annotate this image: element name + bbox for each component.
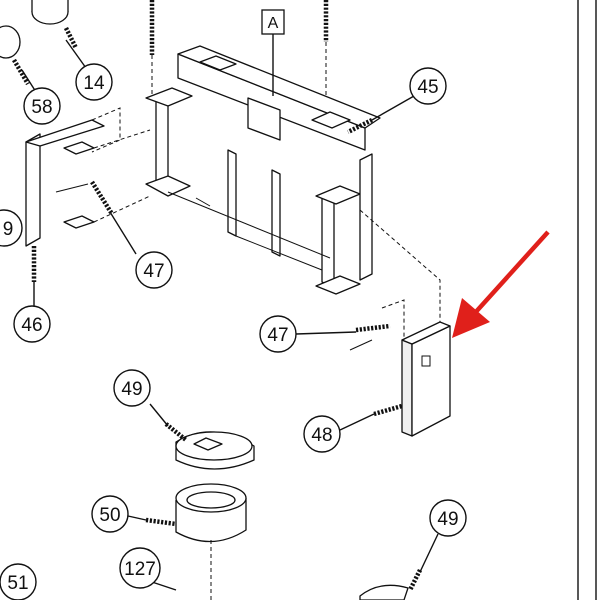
callout-47-right: 47 bbox=[259, 315, 297, 353]
part-48-side-plate bbox=[349, 209, 451, 437]
callout-9: 9 bbox=[0, 209, 23, 247]
callout-50: 50 bbox=[91, 495, 129, 533]
svg-text:48: 48 bbox=[311, 425, 332, 446]
svg-text:49: 49 bbox=[121, 379, 142, 400]
callout-48: 48 bbox=[303, 415, 341, 453]
svg-text:9: 9 bbox=[3, 219, 14, 240]
svg-text:46: 46 bbox=[21, 315, 42, 336]
svg-text:47: 47 bbox=[267, 325, 288, 346]
callout-46: 46 bbox=[13, 305, 51, 343]
callout-51: 51 bbox=[0, 563, 37, 600]
part-50-cup bbox=[145, 483, 247, 600]
callout-45: 45 bbox=[409, 67, 447, 105]
svg-text:51: 51 bbox=[7, 573, 28, 594]
callout-127: 127 bbox=[119, 547, 161, 589]
svg-text:45: 45 bbox=[417, 77, 438, 98]
svg-text:50: 50 bbox=[99, 505, 120, 526]
svg-text:49: 49 bbox=[437, 509, 458, 530]
red-arrow-pointer bbox=[452, 230, 550, 338]
part-58-bushing bbox=[0, 25, 30, 86]
part-49-holder bbox=[149, 403, 255, 470]
part-49-lower bbox=[359, 533, 439, 600]
part-14-knob bbox=[31, 0, 79, 50]
callout-14: 14 bbox=[75, 63, 113, 101]
section-label-a-text: A bbox=[268, 15, 279, 32]
svg-text:47: 47 bbox=[143, 261, 164, 282]
callout-58: 58 bbox=[23, 87, 61, 125]
left-bracket bbox=[25, 107, 151, 282]
svg-text:127: 127 bbox=[124, 559, 156, 580]
section-label-a: A bbox=[261, 9, 285, 96]
callout-49-upper: 49 bbox=[113, 369, 151, 407]
callout-47-left: 47 bbox=[135, 251, 173, 289]
callout-49-lower: 49 bbox=[429, 499, 467, 537]
svg-text:14: 14 bbox=[83, 73, 105, 94]
main-frame bbox=[145, 45, 381, 295]
svg-text:58: 58 bbox=[31, 97, 52, 118]
